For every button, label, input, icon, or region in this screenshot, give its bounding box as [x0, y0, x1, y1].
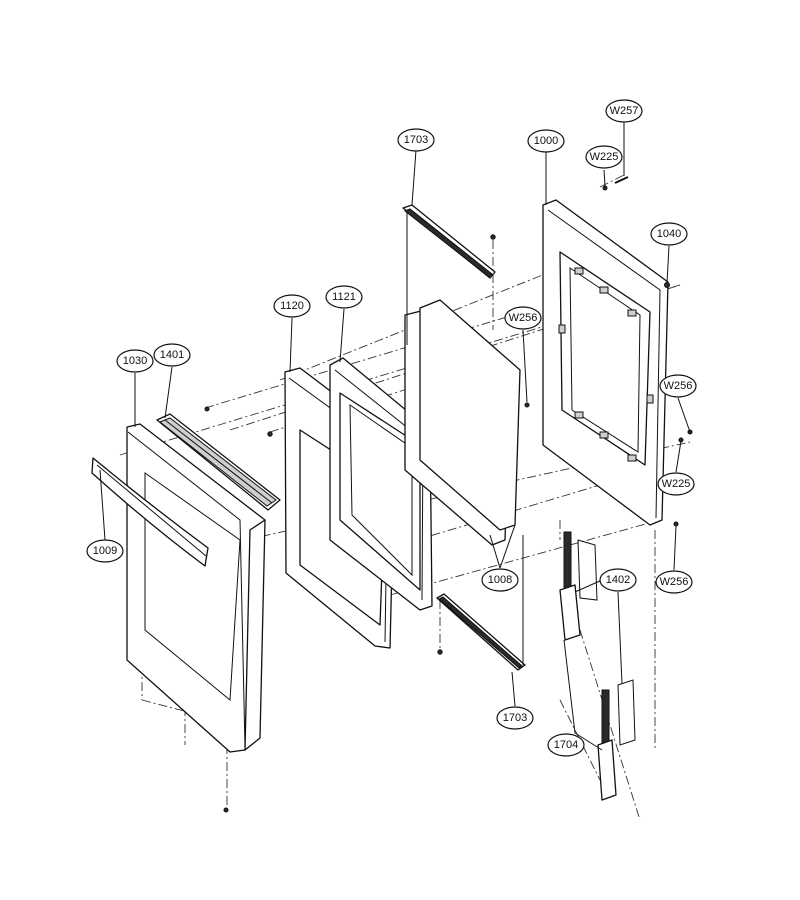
callout-label: 1703: [503, 712, 527, 724]
callout-1040: 1040: [650, 222, 688, 246]
callout-label: W257: [610, 105, 639, 117]
callout-label: W256: [660, 576, 689, 588]
callout-label: 1030: [123, 355, 147, 367]
screw-w257-icon: [602, 176, 629, 191]
callout-label: W256: [664, 380, 693, 392]
side-screws-icon: [223, 402, 693, 813]
callout-label: 1402: [606, 574, 630, 586]
glass-panes-1008: [404, 299, 521, 546]
callout-1000: 1000: [527, 129, 565, 153]
callout-1121: 1121: [325, 285, 363, 309]
callout-label: W256: [509, 312, 538, 324]
callout-w257: W257: [605, 99, 643, 123]
callout-label: 1000: [534, 135, 558, 147]
callout-1703-top: 1703: [397, 128, 435, 152]
callout-1030: 1030: [116, 349, 154, 373]
glass-gasket-bottom-1703: [436, 535, 526, 671]
callout-w225-top: W225: [585, 145, 623, 169]
callout-1009: 1009: [86, 539, 124, 563]
callout-label: 1703: [404, 134, 428, 146]
callout-1008: 1008: [481, 568, 519, 592]
callout-label: 1704: [554, 739, 578, 751]
callout-1704: 1704: [547, 733, 585, 757]
callout-1703-bottom: 1703: [496, 706, 534, 730]
callout-w256-center: W256: [504, 306, 542, 330]
callout-label: 1040: [657, 228, 681, 240]
callout-label: 1008: [488, 574, 512, 586]
callout-1120: 1120: [273, 294, 311, 318]
callout-1402: 1402: [599, 568, 637, 592]
outer-door-panel-1030: [126, 423, 266, 753]
callout-w256-right: W256: [659, 374, 697, 398]
callout-label: 1009: [93, 545, 117, 557]
callout-label: 1401: [160, 349, 184, 361]
callout-label: 1121: [332, 291, 356, 303]
door-handle-1009: [91, 457, 209, 567]
callout-w256-bottom: W256: [655, 570, 693, 594]
callout-label: W225: [662, 478, 691, 490]
callout-label: W225: [590, 151, 619, 163]
callout-1401: 1401: [153, 343, 191, 367]
hinge-upper-1704: [559, 531, 598, 641]
glass-gasket-top-1703: [402, 204, 496, 345]
door-rear-frame-1000: [542, 199, 670, 526]
callout-label: 1120: [280, 300, 304, 312]
hinge-lower-1704: [597, 679, 636, 801]
callout-w225-right: W225: [657, 472, 695, 496]
leader-lines: [99, 122, 691, 751]
